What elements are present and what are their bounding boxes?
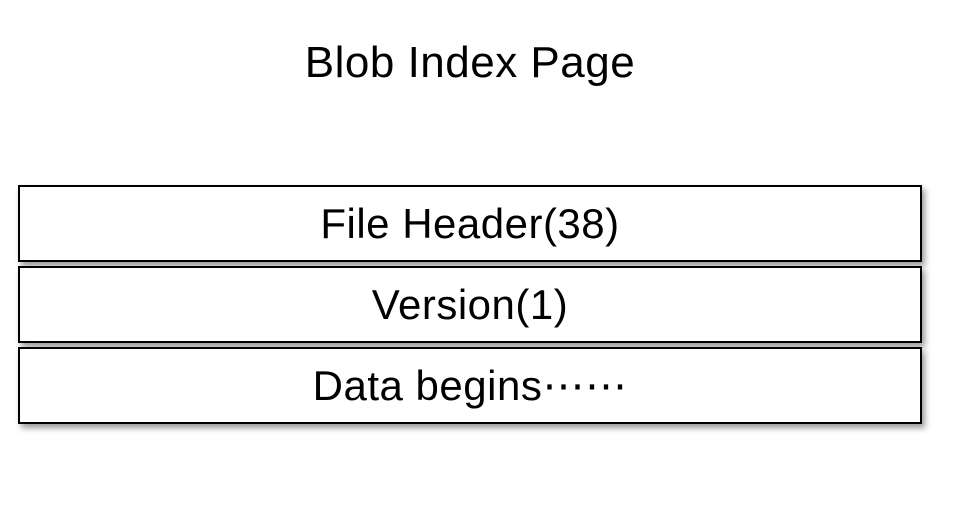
row-version-label: Version(1) xyxy=(371,280,569,328)
row-data-begins-label: Data begins⋯⋯ xyxy=(312,362,628,409)
row-version: Version(1) xyxy=(18,266,922,343)
page-title: Blob Index Page xyxy=(304,38,636,87)
row-file-header: File Header(38) xyxy=(18,185,922,262)
row-data-begins: Data begins⋯⋯ xyxy=(18,347,922,424)
row-file-header-label: File Header(38) xyxy=(320,199,620,247)
blob-index-page-diagram: File Header(38) Version(1) Data begins⋯⋯ xyxy=(18,185,922,424)
